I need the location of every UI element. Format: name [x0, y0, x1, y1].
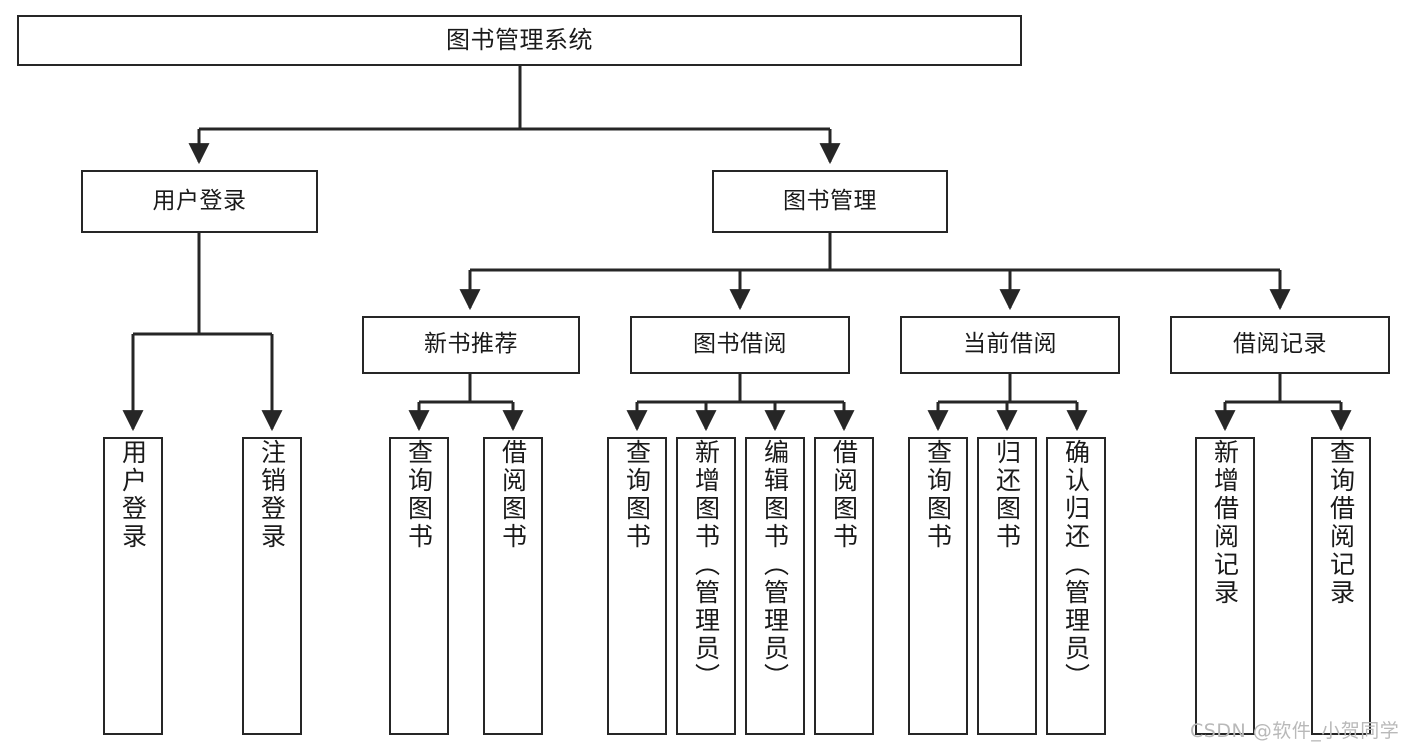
- leaf-current-query[interactable]: 查询图书: [908, 437, 968, 735]
- node-user-login[interactable]: 用户登录: [81, 170, 318, 233]
- leaf-book-borrow[interactable]: 借阅图书: [814, 437, 874, 735]
- leaf-confirm-return-admin[interactable]: 确认归还（管理员）: [1046, 437, 1106, 735]
- node-label: 图书借阅: [693, 331, 787, 358]
- leaf-user-login[interactable]: 用户登录: [103, 437, 163, 735]
- node-label: 新增图书（管理员）: [691, 439, 721, 691]
- leaf-add-borrow-record[interactable]: 新增借阅记录: [1195, 437, 1255, 735]
- node-label: 编辑图书（管理员）: [760, 439, 790, 691]
- node-label: 借阅图书: [829, 439, 859, 551]
- leaf-book-query[interactable]: 查询图书: [607, 437, 667, 735]
- leaf-book-edit-admin[interactable]: 编辑图书（管理员）: [745, 437, 805, 735]
- node-label: 查询借阅记录: [1326, 439, 1356, 607]
- node-label: 查询图书: [622, 439, 652, 551]
- node-book-management[interactable]: 图书管理: [712, 170, 948, 233]
- node-label: 注销登录: [257, 439, 287, 551]
- node-label: 图书管理: [783, 187, 877, 214]
- node-label: 借阅记录: [1233, 331, 1327, 358]
- node-current-borrow[interactable]: 当前借阅: [900, 316, 1120, 374]
- node-book-borrow[interactable]: 图书借阅: [630, 316, 850, 374]
- node-label: 当前借阅: [963, 331, 1057, 358]
- leaf-book-add-admin[interactable]: 新增图书（管理员）: [676, 437, 736, 735]
- node-label: 查询图书: [404, 439, 434, 551]
- node-label: 新增借阅记录: [1210, 439, 1240, 607]
- leaf-user-logout[interactable]: 注销登录: [242, 437, 302, 735]
- node-root-system[interactable]: 图书管理系统: [17, 15, 1022, 66]
- node-label: 用户登录: [118, 439, 148, 551]
- node-label: 查询图书: [923, 439, 953, 551]
- leaf-new-book-borrow[interactable]: 借阅图书: [483, 437, 543, 735]
- node-label: 借阅图书: [498, 439, 528, 551]
- node-label: 用户登录: [152, 187, 247, 214]
- node-borrow-record[interactable]: 借阅记录: [1170, 316, 1390, 374]
- node-label: 图书管理系统: [446, 26, 593, 55]
- leaf-return-book[interactable]: 归还图书: [977, 437, 1037, 735]
- node-label: 归还图书: [992, 439, 1022, 551]
- node-new-book-recommend[interactable]: 新书推荐: [362, 316, 580, 374]
- leaf-new-book-query[interactable]: 查询图书: [389, 437, 449, 735]
- leaf-query-borrow-record[interactable]: 查询借阅记录: [1311, 437, 1371, 735]
- node-label: 确认归还（管理员）: [1061, 439, 1091, 691]
- node-label: 新书推荐: [424, 331, 518, 358]
